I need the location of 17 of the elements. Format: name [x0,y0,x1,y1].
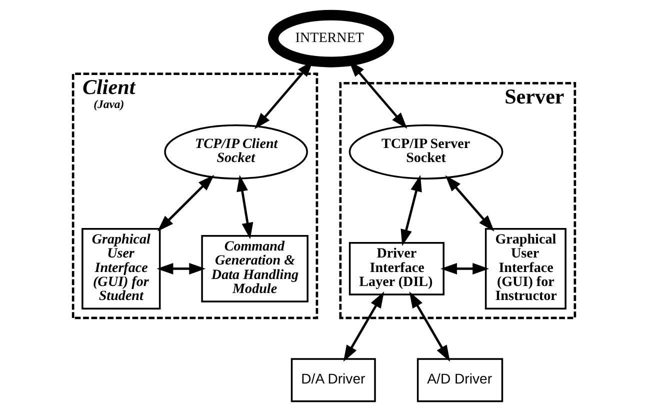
node-ellipse: TCP/IP Client Socket [164,124,308,180]
arrow [444,175,494,232]
node-box: A/D Driver [416,358,503,402]
node-box: Graphical User Interface (GUI) for Student [81,228,160,310]
arrow [400,175,422,246]
node-ellipse: INTERNET [267,10,394,68]
node-box: Driver Interface Layer (DIL) [348,242,444,296]
arrow [408,292,450,362]
node-box: Command Generation & Data Handling Module [200,235,308,302]
arrow [156,174,214,232]
node-ellipse: TCP/IP Server Socket [348,124,503,180]
arrow [440,262,489,274]
arrow [156,262,206,274]
node-box: Graphical User Interface (GUI) for Instructor [484,228,566,310]
node-box: D/A Driver [290,358,376,402]
arrow [236,174,253,240]
arrow [342,292,384,362]
